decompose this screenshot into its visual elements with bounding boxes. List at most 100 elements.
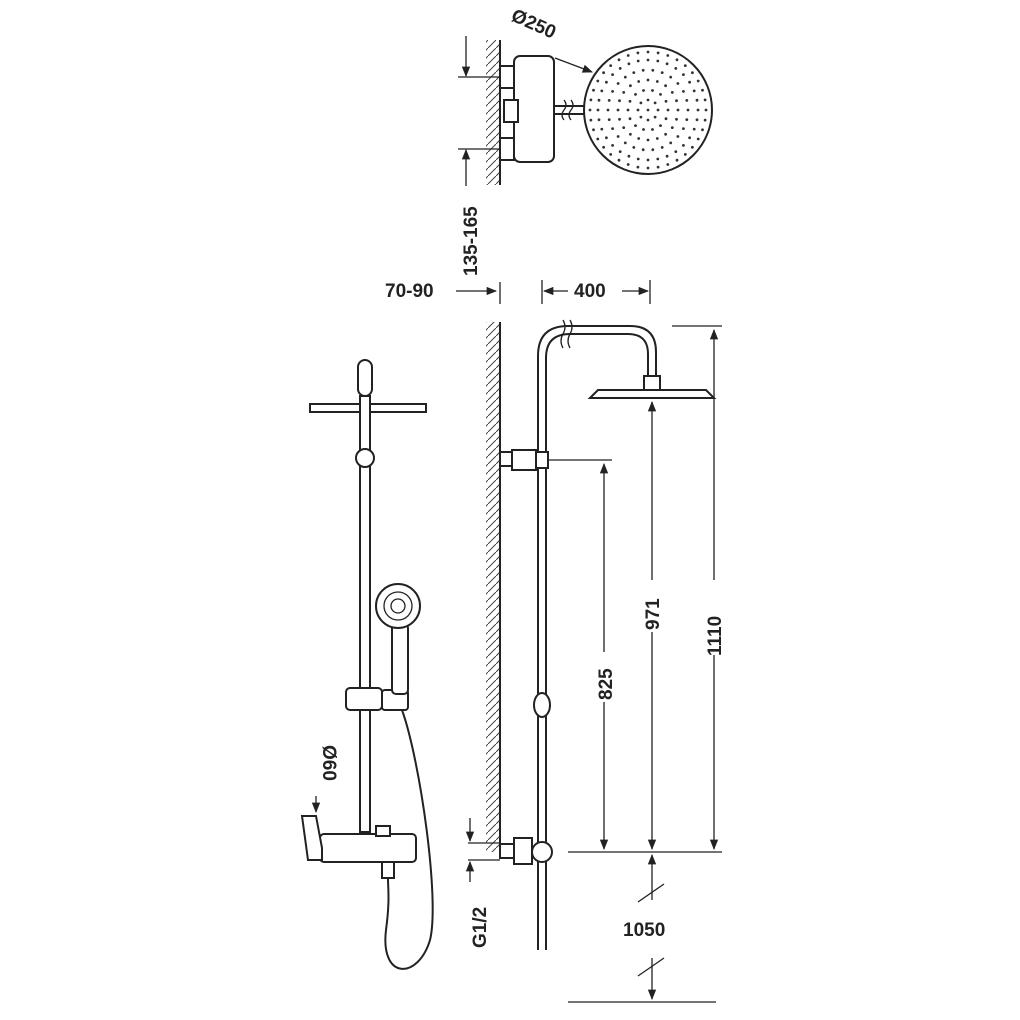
- front-hand-shower-ring: [383, 591, 413, 621]
- top-break-mark-1: [561, 99, 567, 121]
- nozzle-dot: [626, 54, 630, 57]
- nozzle-dot: [659, 93, 662, 96]
- nozzle-dot: [646, 158, 650, 162]
- front-column-cap: [357, 359, 373, 397]
- nozzle-dot: [611, 144, 614, 147]
- nozzle-dot: [682, 127, 685, 130]
- nozzle-dot: [600, 89, 604, 93]
- nozzle-dot: [596, 137, 600, 141]
- nozzle-dot: [669, 75, 673, 79]
- nozzle-dot: [611, 127, 614, 130]
- nozzle-dot: [701, 128, 704, 132]
- nozzle-dot: [665, 62, 669, 66]
- total-height-label: 1110: [705, 616, 726, 656]
- nozzle-dot: [646, 166, 650, 170]
- nozzle-dot: [622, 126, 626, 129]
- nozzle-dot: [646, 50, 650, 54]
- nozzle-dot: [592, 128, 595, 132]
- nozzle-dot: [641, 68, 645, 72]
- nozzle-dot: [675, 99, 678, 103]
- nozzle-dot: [703, 98, 707, 102]
- nozzle-dot: [639, 115, 643, 119]
- nozzle-dot: [597, 98, 601, 102]
- nozzle-dot: [622, 91, 626, 94]
- nozzle-dot: [592, 88, 595, 92]
- top-view: Ø250 135-165: [458, 5, 713, 276]
- nozzle-dot: [666, 108, 670, 112]
- side-mixer-body: [531, 841, 553, 863]
- nozzle-dot: [588, 108, 592, 112]
- nozzle-dot: [626, 163, 630, 166]
- diameter-leader: [554, 57, 593, 73]
- nozzle-dot: [685, 118, 689, 121]
- nozzle-dot: [666, 54, 670, 57]
- nozzle-dot: [696, 108, 700, 112]
- nozzle-dot: [632, 146, 636, 149]
- nozzle-dot: [676, 135, 680, 138]
- nozzle-dot: [642, 89, 645, 92]
- front-mixer-lever: [300, 815, 323, 861]
- front-mixer-outlet: [375, 825, 391, 837]
- nozzle-dot: [676, 108, 680, 112]
- nozzle-dot: [656, 108, 660, 112]
- nozzle-dot: [627, 154, 631, 158]
- tube-diameter-label: Ø60: [318, 745, 339, 781]
- nozzle-dot: [616, 108, 620, 112]
- nozzle-dot: [659, 124, 662, 127]
- nozzle-dot: [691, 71, 694, 75]
- nozzle-dot: [695, 118, 699, 122]
- nozzle-dot: [629, 84, 632, 88]
- side-wall-hatch: [486, 322, 500, 852]
- nozzle-dot: [589, 98, 593, 102]
- nozzle-dot: [675, 58, 679, 62]
- nozzle-dot: [682, 73, 685, 76]
- nozzle-dot: [682, 144, 685, 147]
- nozzle-dot: [618, 67, 622, 70]
- nozzle-dot: [600, 127, 604, 131]
- nozzle-dot: [627, 62, 631, 66]
- top-mixer-body: [513, 55, 555, 163]
- front-view: Ø60: [300, 359, 434, 970]
- nozzle-dot: [596, 79, 600, 83]
- nozzle-dot: [686, 108, 690, 112]
- nozzle-dot: [642, 128, 645, 131]
- side-slider: [533, 692, 551, 718]
- nozzle-dot: [596, 108, 600, 112]
- nozzle-dot: [656, 157, 660, 161]
- front-slider: [345, 687, 383, 711]
- nozzle-dot: [660, 71, 664, 74]
- nozzle-dot: [636, 51, 640, 55]
- nozzle-dot: [589, 118, 593, 122]
- nozzle-dot: [646, 118, 650, 122]
- holder-height-label: 825: [596, 668, 617, 700]
- nozzle-dot: [609, 64, 613, 67]
- nozzle-dot: [674, 67, 678, 70]
- nozzle-dot: [696, 137, 700, 141]
- nozzle-dot: [656, 51, 660, 55]
- top-inlet-lower: [499, 137, 515, 161]
- nozzle-dot: [609, 153, 613, 156]
- nozzle-dot: [664, 117, 668, 121]
- nozzle-dot: [606, 108, 610, 112]
- side-head-joint: [643, 375, 661, 391]
- side-bracket-clamp: [535, 451, 549, 469]
- mount-break-lower: [637, 957, 665, 977]
- nozzle-dot: [646, 108, 650, 112]
- nozzle-dot: [611, 73, 614, 76]
- nozzle-dot: [655, 137, 659, 140]
- nozzle-dot: [670, 91, 674, 94]
- nozzle-dot: [636, 165, 640, 169]
- nozzle-dot: [651, 148, 655, 152]
- side-break-mark-1: [560, 319, 566, 349]
- front-upper-bracket: [355, 448, 375, 468]
- nozzle-dot: [664, 84, 667, 88]
- nozzle-dot: [617, 58, 621, 62]
- nozzle-dot: [611, 90, 614, 93]
- nozzle-dot: [634, 93, 637, 96]
- nozzle-dot: [651, 68, 655, 72]
- nozzle-dot: [691, 145, 694, 149]
- nozzle-dot: [651, 128, 654, 131]
- nozzle-dot: [628, 99, 632, 103]
- side-bracket-arm: [511, 449, 539, 471]
